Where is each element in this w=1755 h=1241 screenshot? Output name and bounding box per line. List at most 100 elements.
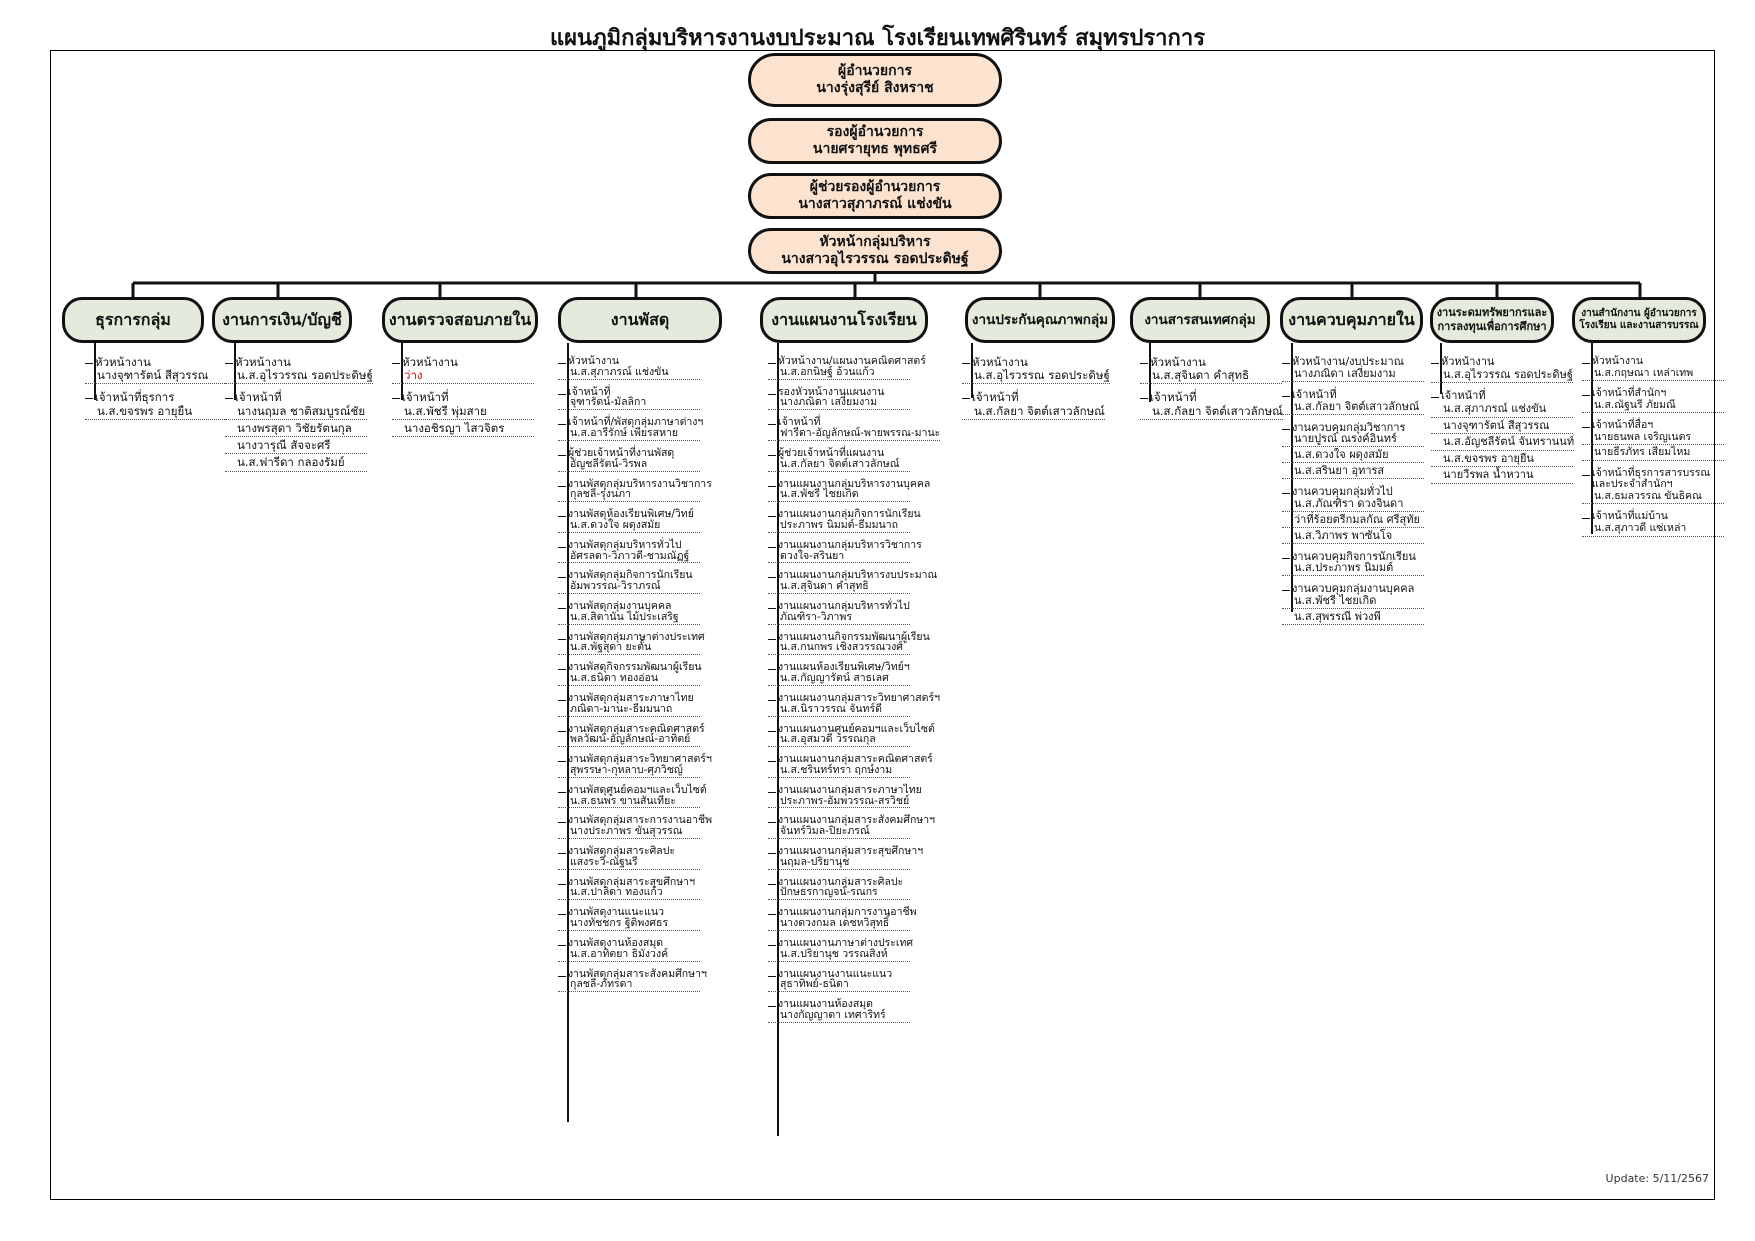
staff-name: น.ส.ปาลิดา ทองแก้ว <box>558 887 700 901</box>
staff-name: น.ส.ขจรพร อายุยืน <box>1431 452 1573 468</box>
staff-role-label: หัวหน้างาน/แผนงานคณิตศาสตร์ <box>768 356 926 367</box>
staff-list: หัวหน้างานน.ส.สุจินดา คำสุทธิเจ้าหน้าที่… <box>1140 355 1285 422</box>
staff-name: น.ส.อารีรักษ์ เพียรสหาย <box>558 428 700 441</box>
staff-role-label: งานแผนงานงานแนะแนว <box>768 968 892 980</box>
staff-role-label: งานพัสดุงานห้องสมุด <box>558 938 663 949</box>
staff-name: สุพรรษา-กุหลาบ-ศุภวิชญ์ <box>558 765 700 778</box>
staff-name: พลวัฒน์-อัญลักษณ์-อาทิตย์ <box>558 734 700 748</box>
staff-name: นางจุฑารัตน์ สีสุวรรณ <box>1431 419 1573 435</box>
staff-name: น.ส.พัชรี ไชยเกิด <box>1282 595 1424 609</box>
staff-name: สุธาทิพย์-ธนิดา <box>768 979 910 993</box>
staff-list: หัวหน้างานน.ส.สุภาภรณ์ แช่งขันเจ้าหน้าที… <box>558 356 758 994</box>
staff-role-label: งานแผนงานภาษาต่างประเทศ <box>768 938 913 949</box>
staff-role-label: งานแผนงานห้องสมุด <box>768 999 873 1010</box>
staff-name: น.ส.วิภาพร พาซันโจ <box>1282 529 1424 544</box>
staff-name: ว่าที่ร้อยตรีกมลกัณ ศรีสุทัย <box>1282 513 1424 528</box>
staff-name: น.ส.นิราวรรณ จันทร์ดี <box>768 703 910 717</box>
staff-role-label: เจ้าหน้าที่ <box>962 391 1019 404</box>
dept-office-box: งานสำนักงาน ผู้อำนวยการโรงเรียน และงานสา… <box>1572 297 1706 343</box>
staff-role-label: งานพัสดุกลุ่มสาระสุขศึกษาฯ <box>558 876 695 888</box>
chart-frame <box>50 50 1715 1200</box>
staff-name: น.ส.กัลยา จิตต์เสาวลักษณ์ <box>962 404 1105 420</box>
staff-role-label: เจ้าหน้าที่ <box>392 391 449 404</box>
staff-name: นางภณิดา เสงี่ยมงาม <box>768 397 910 411</box>
staff-name: นางทัชชกร ฐิติพงศธร <box>558 918 700 931</box>
dept-resources-list: หัวหน้างานน.ส.อุไรวรรณ รอดประดิษฐ์เจ้าหน… <box>1431 355 1581 486</box>
staff-name: น.ส.กัลยา จิตต์เสาวลักษณ์ <box>768 458 910 472</box>
staff-name: นางภณิดา เสงี่ยมงาม <box>1282 367 1424 382</box>
staff-name: น.ส.อุไรวรรณ รอดประดิษฐ์ <box>1431 368 1573 384</box>
staff-name: น.ส.ธนพร ขานสันเทียะ <box>558 795 700 809</box>
staff-role-label: หัวหน้างาน <box>1140 355 1206 369</box>
staff-role-label: งานแผนห้องเรียนพิเศษ/วิทย์ฯ <box>768 662 910 673</box>
dept-finance-box: งานการเงิน/บัญชี <box>212 297 352 343</box>
staff-role-label: งานพัสดุกลุ่มงานบุคคล <box>558 601 671 612</box>
staff-name: น.ส.พัฐสุดา ยะตั้น <box>558 642 700 656</box>
staff-list: หัวหน้างานนางจุฑารัตน์ สีสุวรรณเจ้าหน้าท… <box>85 355 227 422</box>
staff-role-label: งานแผนงานกลุ่มกิจการนักเรียน <box>768 509 921 520</box>
staff-role-label: หัวหน้างาน <box>85 355 151 369</box>
staff-role-label: เจ้าหน้าที่ <box>225 391 282 404</box>
staff-role-label: งานแผนงานกลุ่มบริหารงานบุคคล <box>768 478 930 490</box>
staff-role-label: งานพัสดุกลุ่มสาระการงานอาชีพ <box>558 815 712 826</box>
staff-role-label: งานพัสดุกลุ่มสาระภาษาไทย <box>558 693 694 704</box>
staff-name: น.ส.กัลยา จิตต์เสาวลักษณ์ <box>1140 404 1283 420</box>
staff-name: น.ส.สุจินดา คำสุทธิ <box>1140 369 1282 385</box>
staff-name: น.ส.สุภาวดี แซ่เหล่า <box>1582 522 1724 537</box>
staff-role-label: เจ้าหน้าที่ธุรการ <box>85 391 174 404</box>
staff-name: น.ส.กัญญารัตน์ สาธเลศ <box>768 673 910 686</box>
staff-name: น.ส.พัชรี ไชยเกิด <box>768 489 910 503</box>
staff-name: น.ส.ปริยานุช วรรณสิงห์ <box>768 948 910 962</box>
staff-role-label: เจ้าหน้าที่ <box>768 417 821 428</box>
staff-role-label: เจ้าหน้าที่ <box>1431 390 1486 403</box>
dept-admin-list: หัวหน้างานนางจุฑารัตน์ สีสุวรรณเจ้าหน้าท… <box>85 355 227 422</box>
staff-name: นายธีรภัทร เสียมไหม <box>1582 447 1724 461</box>
staff-role-label: งานพัสดุกลุ่มสาระสังคมศึกษาฯ <box>558 968 707 980</box>
staff-role-label: หัวหน้างาน <box>225 355 291 369</box>
staff-name: น.ส.อุไรวรรณ รอดประดิษฐ์ <box>962 369 1110 385</box>
staff-role-label: งานพัสดุงานแนะแนว <box>558 907 664 918</box>
staff-name: นายปูรณ์ ณรงค์อินทร์ <box>1282 433 1424 448</box>
staff-role-label: งานควบคุมกลุ่มทั่วไป <box>1282 486 1393 498</box>
staff-name: นางอชิรญา ไสวจิตร <box>392 421 534 438</box>
dept-resources-box: งานระดมทรัพยากรและการลงทุนเพื่อการศึกษา <box>1430 297 1554 343</box>
staff-list: หัวหน้างาน/งบประมาณนางภณิดา เสงี่ยมงามเจ… <box>1282 356 1442 627</box>
staff-name: ประภาพร นิมมต์-ธีมมนาถ <box>768 520 910 533</box>
staff-name: น.ส.ธนิดา ทองอ่อน <box>558 673 700 686</box>
staff-role-label: งานพัสดุกลุ่มบริหารทั่วไป <box>558 539 682 551</box>
dept-control-list: หัวหน้างาน/งบประมาณนางภณิดา เสงี่ยมงามเจ… <box>1282 356 1442 627</box>
director-name: นางรุ่งสุรีย์ สิงหราช <box>816 80 934 96</box>
staff-name: น.ส.อุสมวดี วรรณกุล <box>768 734 910 748</box>
staff-name: นางกัญญาดา เทศาริทร์ <box>768 1010 910 1023</box>
dept-info-box: งานสารสนเทศกลุ่ม <box>1130 297 1270 343</box>
staff-role-label: งานแผนงานกลุ่มสาระวิทยาศาสตร์ฯ <box>768 693 940 704</box>
staff-name: น.ส.กฤษณา เหล่าเทพ <box>1582 367 1724 382</box>
staff-name: น.ส.อกนิษฐ์ อ้วนแก้ว <box>768 366 910 380</box>
staff-role-label: งานแผนงานกลุ่มสาระคณิตศาสตร์ <box>768 754 933 765</box>
deputy-director-box: รองผู้อำนวยการนายศรายุทธ พุทธศรี <box>748 118 1002 164</box>
dept-control-box: งานควบคุมภายใน <box>1280 297 1423 343</box>
staff-list: หัวหน้างานน.ส.อุไรวรรณ รอดประดิษฐ์เจ้าหน… <box>1431 355 1581 486</box>
staff-role-label: งานควบคุมกลุ่มวิชาการ <box>1282 421 1405 434</box>
staff-role-label: งานพัสดุกลุ่มสาระวิทยาศาสตร์ฯ <box>558 754 712 765</box>
staff-name: นางประภาพร ขันสุวรรณ <box>558 826 700 839</box>
vacant-position: ว่าง <box>392 369 534 385</box>
assistant-deputy-name: นางสาวสุภาภรณ์ แช่งขัน <box>798 196 952 212</box>
staff-name: น.ส.สุพรรณี พ่วงพี <box>1282 611 1424 625</box>
deputy-director-role: รองผู้อำนวยการ <box>826 123 924 140</box>
staff-list: หัวหน้างานน.ส.อุไรวรรณ รอดประดิษฐ์เจ้าหน… <box>225 355 375 474</box>
staff-role-label: งานแผนงานกลุ่มสาระภาษาไทย <box>768 784 922 796</box>
staff-role-label: งานพัสดุกลุ่มสาระคณิตศาสตร์ <box>558 723 705 735</box>
staff-name: น.ส.ชรินทร์ทรา ฤกษ์งาม <box>768 765 910 778</box>
staff-name: ประภาพร-อัมพวรรณ-สรวิชย์ <box>768 795 910 809</box>
staff-role-label: หัวหน้างาน <box>1431 355 1494 369</box>
staff-name: น.ส.สุจินดา คำสุทธิ <box>768 581 910 594</box>
staff-role-label: เจ้าหน้าที่ธุรการสารบรรณและประจำสำนักฯ <box>1582 467 1712 491</box>
staff-list: หัวหน้างานน.ส.กฤษณา เหล่าเทพเจ้าหน้าที่ส… <box>1582 355 1724 539</box>
staff-name: อัมพวรรณ-วิราภรณ์ <box>558 581 700 594</box>
dept-supplies-box: งานพัสดุ <box>558 297 722 343</box>
staff-role-label: งานพัสดุกิจกรรมพัฒนาผู้เรียน <box>558 662 702 673</box>
staff-name: นางวารุณี สัจจะศรี <box>225 438 367 455</box>
staff-name: น.ส.กนกพร เชิงสวรรณวงศ์ <box>768 642 910 656</box>
dept-audit-box: งานตรวจสอบภายใน <box>382 297 538 343</box>
